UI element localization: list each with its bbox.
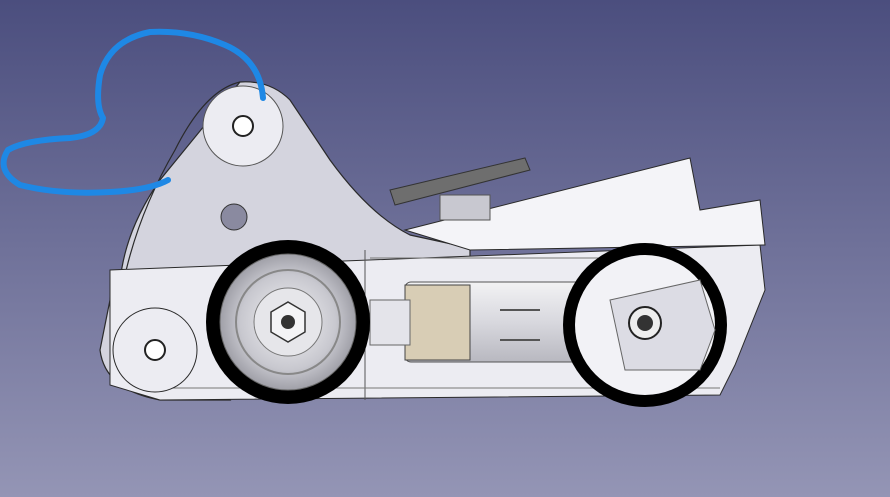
pivot-hole	[232, 115, 254, 137]
mount-hole	[220, 203, 248, 231]
shaft-coupler	[369, 299, 411, 346]
axle-hole	[281, 315, 295, 329]
top-cover	[403, 157, 766, 251]
front-wheel	[563, 243, 727, 407]
knob-stem	[439, 194, 491, 221]
gearbox	[404, 284, 471, 361]
adjust-knob	[389, 157, 531, 206]
rear-lug-hole	[144, 339, 166, 361]
rear-wheel	[206, 240, 370, 404]
side-plate-outline	[124, 81, 241, 276]
annotation-scribble	[0, 28, 266, 196]
